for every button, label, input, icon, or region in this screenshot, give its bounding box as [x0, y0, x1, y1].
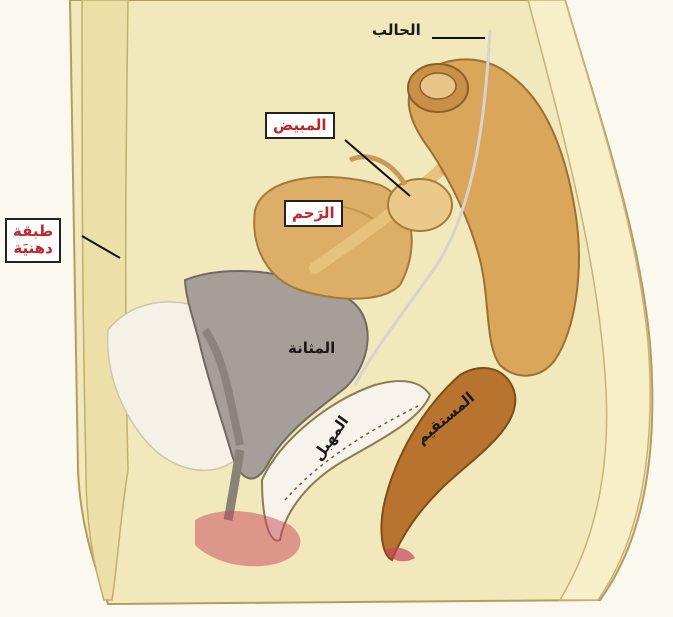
abdominal-wall: [82, 0, 128, 600]
ovary-label: المبيض: [265, 112, 335, 139]
fat-layer-label: طبقة دهنيَة: [5, 218, 61, 263]
uterus-label: الرَحم: [284, 200, 343, 227]
catheter-label: الحالب: [372, 22, 421, 39]
fat-layer-line-2: دهنيَة: [13, 240, 53, 257]
bladder-label: المثانة: [288, 340, 335, 357]
ovary-shape: [388, 179, 452, 231]
fat-layer-line-1: طبقة: [13, 223, 53, 240]
